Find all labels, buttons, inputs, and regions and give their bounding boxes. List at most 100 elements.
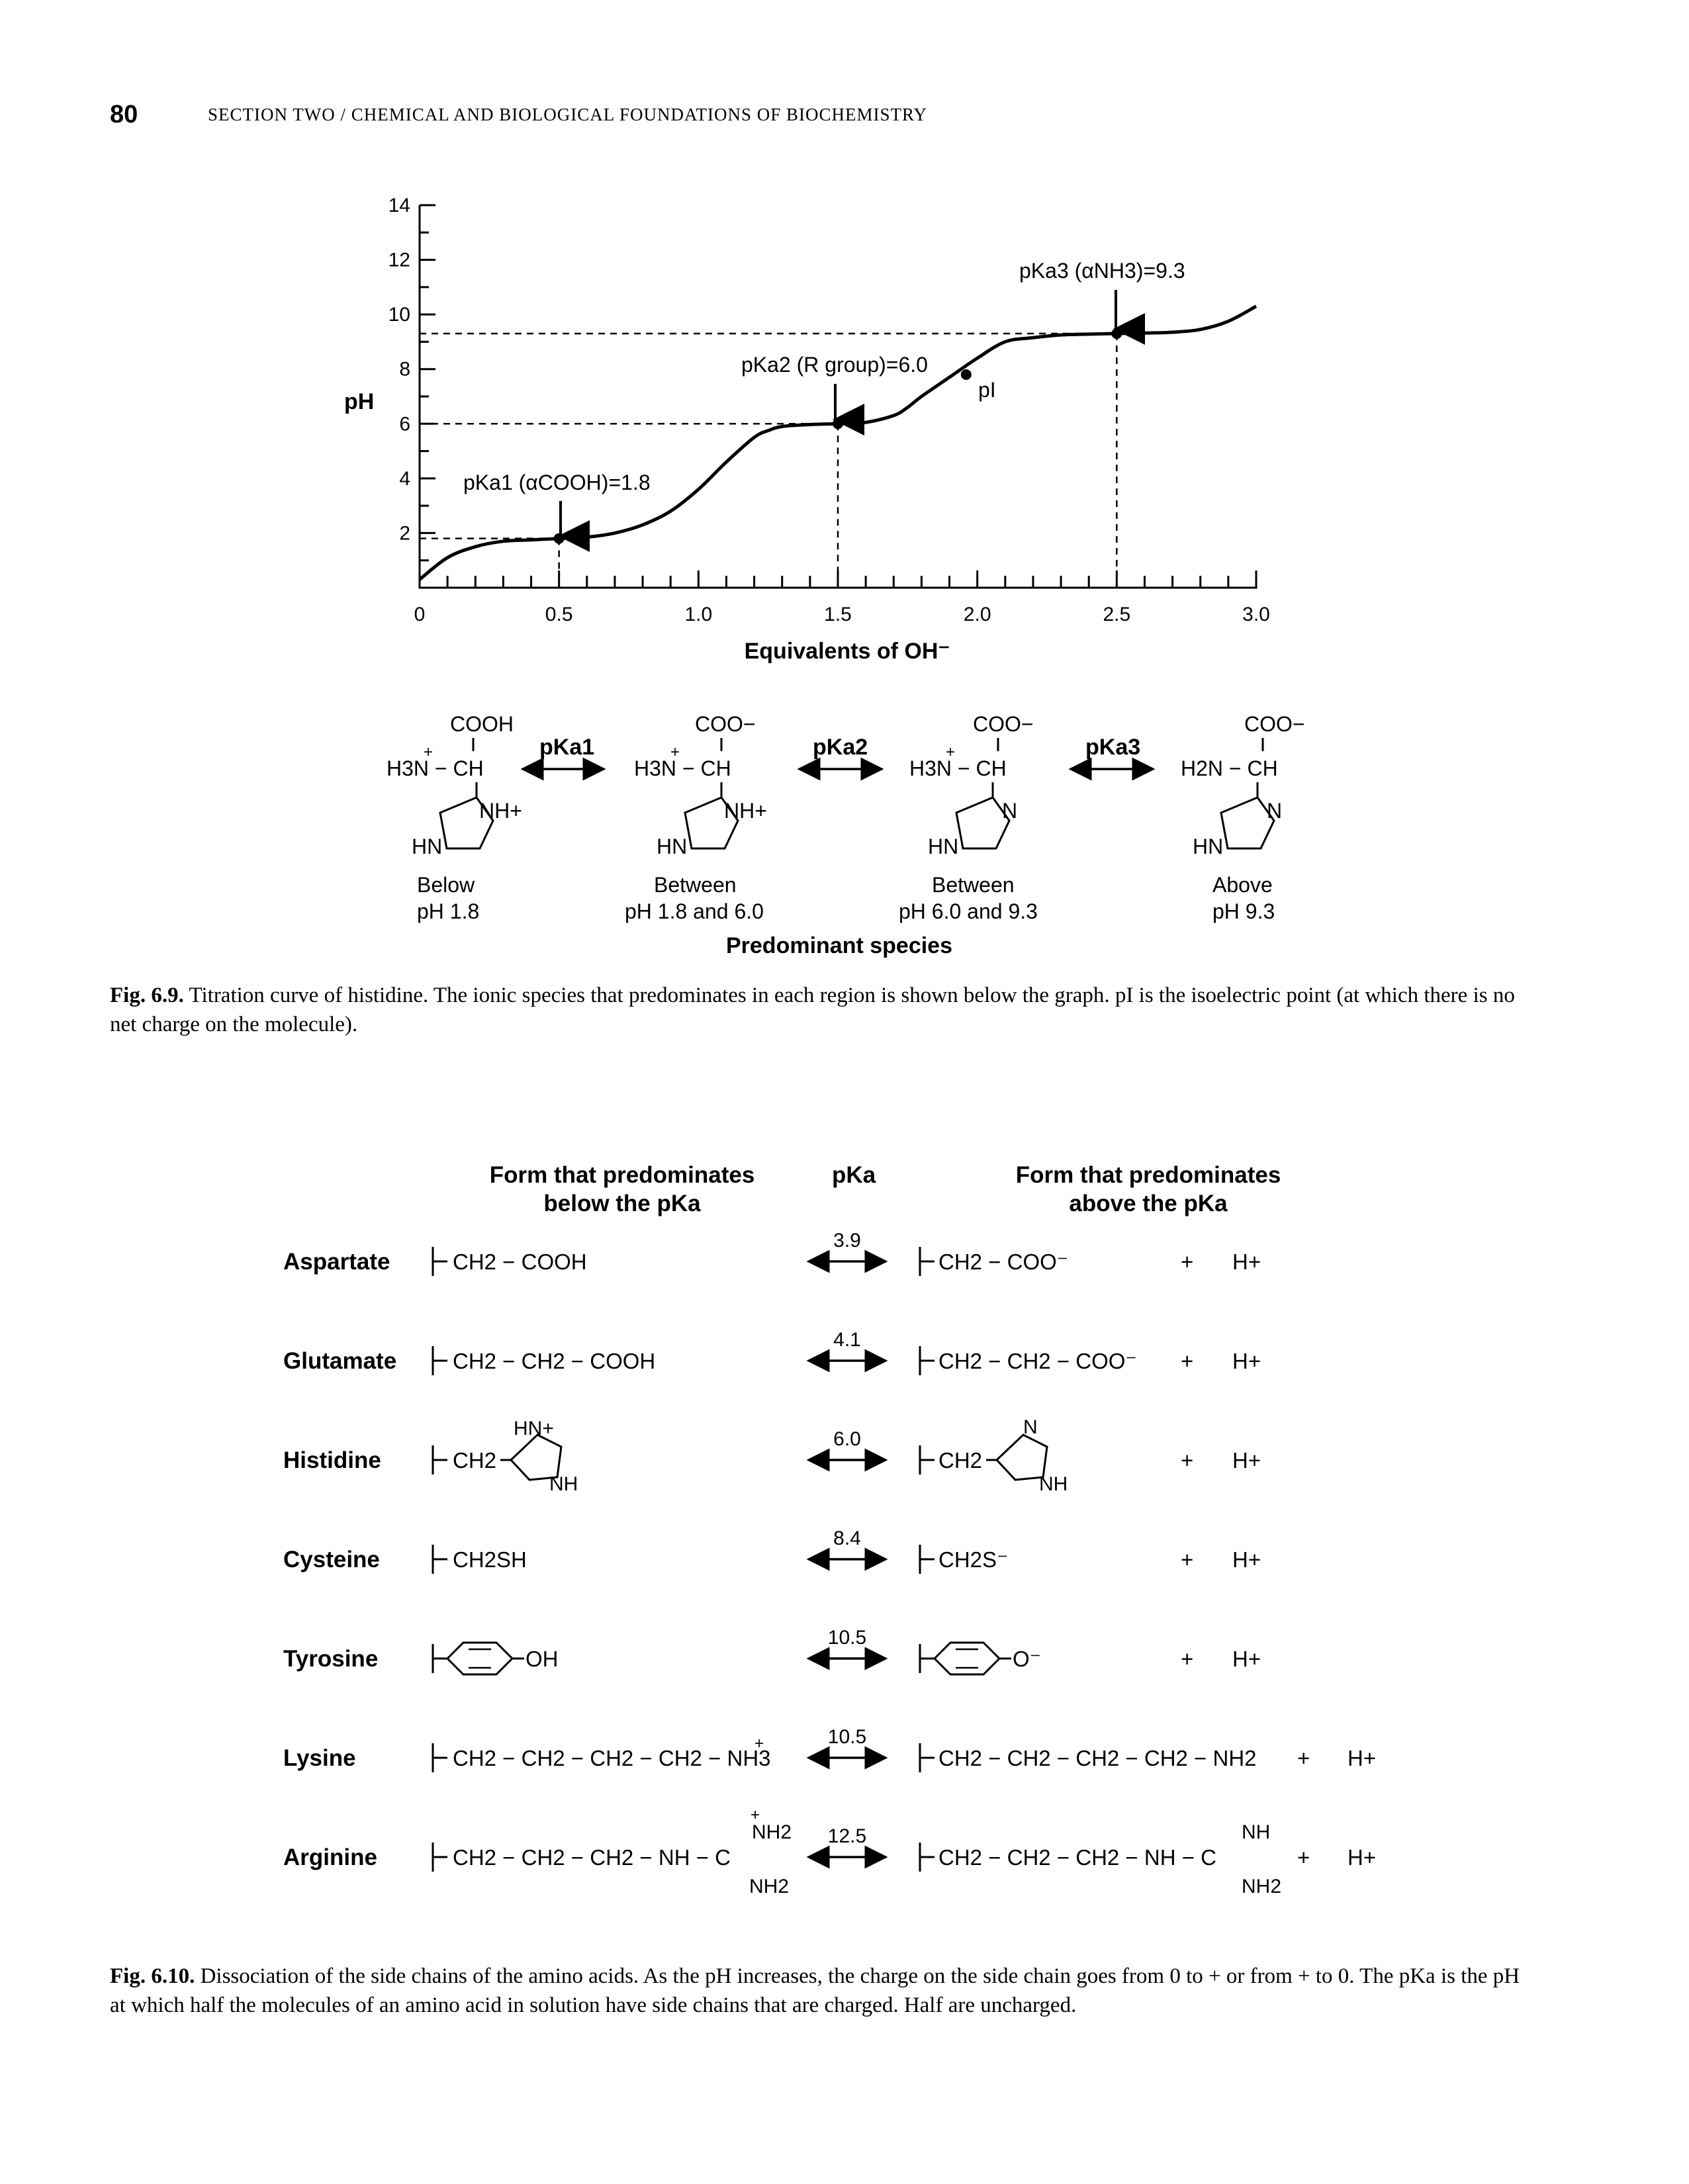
below-form: CH2 − CH2 − CH2 − CH2 − NH3 (453, 1746, 771, 1770)
histidine-species-row: COOH H3N − CH + NH+ HN Below pH 1.8 pKa1… (387, 712, 1305, 958)
below-form: CH2 − CH2 − CH2 − NH − C (453, 1845, 731, 1870)
species-1-ring-n: NH+ (479, 799, 522, 823)
y-tick-label: 8 (399, 359, 410, 381)
table-row-arginine: Arginine CH2 − CH2 − CH2 − NH − C CH2 − CH… (283, 1806, 1376, 1897)
amino-acid-name: Arginine (283, 1844, 377, 1870)
plus-sign: + (1297, 1845, 1310, 1870)
below-top: NH2 (752, 1821, 792, 1843)
plus-sign: + (1181, 1349, 1193, 1373)
above-form: CH2 − CH2 − CH2 − CH2 − NH2 (938, 1746, 1257, 1770)
species-2-range-1: Between (654, 873, 737, 897)
pka2-annotation: pKa2 (R group)=6.0 (741, 353, 928, 377)
species-1-amine: H3N − CH (387, 756, 484, 780)
proton: H+ (1232, 1349, 1261, 1373)
species-1-range-2: pH 1.8 (417, 899, 479, 923)
amino-acid-name: Lysine (283, 1745, 356, 1771)
species-above-ph-9-3: COO− H2N − CH N HN Above pH 9.3 (1181, 712, 1305, 923)
fig-6-9-text: Titration curve of histidine. The ionic … (110, 983, 1515, 1036)
above-ring-top: N (1023, 1416, 1038, 1438)
pi-point (960, 369, 972, 380)
species-1-range-1: Below (417, 873, 475, 897)
pka-value: 8.4 (833, 1527, 861, 1549)
running-head: SECTION TWO / CHEMICAL AND BIOLOGICAL FO… (208, 105, 928, 124)
species-4-amine: H2N − CH (1181, 756, 1278, 780)
species-3-hn: HN (928, 835, 958, 858)
plus-sign: + (1181, 1547, 1193, 1572)
species-3-top: COO− (973, 712, 1034, 736)
species-1-hn: HN (412, 835, 442, 858)
equilibrium-label-3: pKa3 (1085, 735, 1140, 760)
species-below-ph-1-8: COOH H3N − CH + NH+ HN Below pH 1.8 (387, 712, 522, 923)
above-top: NH (1242, 1821, 1270, 1843)
table-row-lysine: Lysine CH2 − CH2 − CH2 − CH2 − NH3 CH2 − C… (283, 1726, 1376, 1772)
species-4-range-2: pH 9.3 (1212, 899, 1275, 923)
amino-acid-name: Tyrosine (283, 1646, 378, 1672)
species-4-ring-n: N (1267, 799, 1282, 823)
page-number: 80 (110, 101, 138, 128)
predominant-species-title: Predominant species (726, 933, 952, 958)
species-3-range-2: pH 6.0 and 9.3 (899, 899, 1038, 923)
plus-sign: + (1181, 1448, 1193, 1473)
fig-6-10-caption: Fig. 6.10. Dissociation of the side chai… (110, 1962, 1526, 2020)
species-4-range-1: Above (1212, 873, 1273, 897)
proton: H+ (1232, 1647, 1261, 1671)
species-between-6-0-and-9-3: COO− H3N − CH + N HN Between pH 6.0 and … (899, 712, 1038, 923)
pka1-annotation: pKa1 (αCOOH)=1.8 (463, 471, 651, 494)
equilibrium-label-1: pKa1 (539, 735, 594, 760)
pka-point (1111, 328, 1122, 340)
imidazole-ring-icon (995, 1433, 1048, 1481)
above-form: CH2 − COO⁻ (938, 1250, 1068, 1274)
amino-acid-name: Cysteine (283, 1547, 380, 1572)
above-form: CH2 − CH2 − COO⁻ (938, 1349, 1137, 1373)
pka-value: 10.5 (828, 1726, 866, 1748)
species-2-hn: HN (657, 835, 687, 858)
fig-6-9-caption: Fig. 6.9. Titration curve of histidine. … (110, 981, 1526, 1039)
y-tick-label: 14 (388, 195, 410, 216)
x-tick-label: 0 (414, 604, 426, 625)
x-tick-label: 1.0 (684, 604, 712, 625)
x-tick-label: 1.5 (824, 604, 852, 625)
lysine-charge: + (754, 1735, 764, 1752)
proton: H+ (1347, 1845, 1376, 1870)
proton: H+ (1232, 1250, 1261, 1274)
species-2-plus: + (670, 743, 680, 761)
titration-curve (418, 304, 1257, 581)
y-tick-label: 4 (399, 468, 410, 490)
above-form: CH2 − CH2 − CH2 − NH − C (938, 1845, 1216, 1870)
pka-value: 4.1 (833, 1329, 861, 1351)
below-ring-bottom: NH (549, 1473, 578, 1495)
side-chain-table: Form that predominates below the pKa pKa… (283, 1162, 1376, 1897)
proton: H+ (1232, 1448, 1261, 1473)
above-bottom: NH2 (1242, 1876, 1281, 1897)
amino-acid-name: Glutamate (283, 1348, 396, 1374)
amino-acid-name: Aspartate (283, 1249, 390, 1275)
above-ring-bottom: NH (1039, 1473, 1068, 1495)
plus-sign: + (1181, 1250, 1193, 1274)
x-tick-label: 0.5 (545, 604, 573, 625)
pka-value: 6.0 (833, 1428, 861, 1450)
below-ring-top: HN+ (514, 1418, 554, 1439)
equilibrium-label-2: pKa2 (813, 735, 868, 760)
below-form: CH2SH (453, 1547, 527, 1572)
arginine-charge: + (751, 1806, 760, 1824)
plus-sign: + (1181, 1647, 1193, 1671)
species-between-1-8-and-6-0: COO− H3N − CH + NH+ HN Between pH 1.8 an… (625, 712, 767, 923)
species-3-amine: H3N − CH (909, 756, 1007, 780)
proton: H+ (1347, 1746, 1376, 1770)
x-axis-label: Equivalents of OH⁻ (745, 639, 950, 664)
pi-label: pI (978, 378, 996, 402)
amino-acid-name: Histidine (283, 1447, 381, 1473)
pka-value: 3.9 (833, 1230, 861, 1251)
below-form: CH2 (453, 1448, 496, 1473)
pka3-annotation: pKa3 (αNH3)=9.3 (1019, 259, 1185, 283)
pka-point (553, 533, 565, 544)
fig-6-10-label: Fig. 6.10. (110, 1964, 195, 1988)
species-1-plus: + (424, 743, 433, 761)
header-above-2: above the pKa (1069, 1191, 1228, 1216)
species-3-plus: + (946, 743, 955, 761)
header-below-1: Form that predominates (490, 1162, 755, 1188)
pka-value: 12.5 (828, 1825, 866, 1847)
